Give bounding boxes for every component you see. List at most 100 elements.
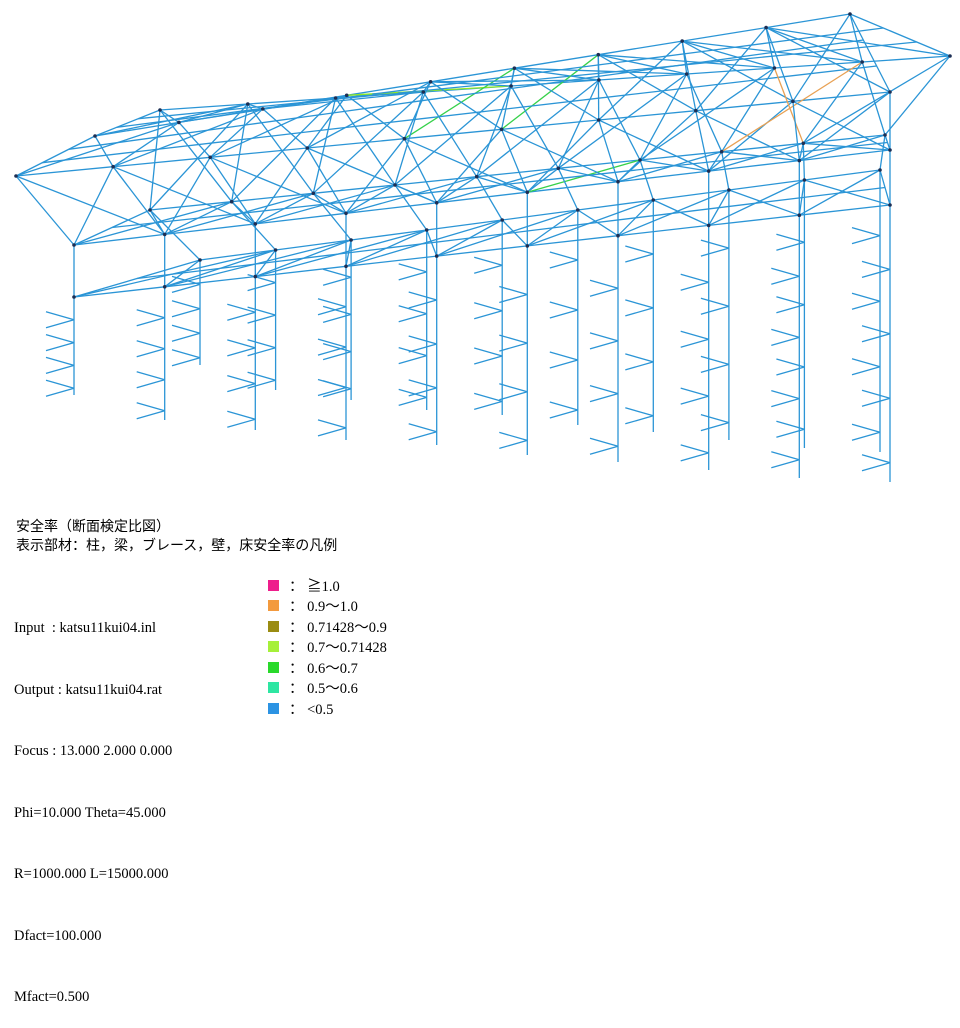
node <box>198 258 202 262</box>
spring-marker <box>550 252 578 260</box>
node <box>177 121 181 125</box>
spring-marker <box>701 240 729 248</box>
spring-marker <box>625 246 653 254</box>
spring-marker <box>318 420 346 428</box>
spring-marker <box>137 349 165 357</box>
spring-marker <box>409 432 437 440</box>
spring-marker <box>590 341 618 349</box>
node <box>720 150 724 154</box>
spring-marker <box>499 384 527 392</box>
node <box>312 192 316 196</box>
node <box>848 12 852 16</box>
node <box>652 198 656 202</box>
spring-marker <box>550 310 578 318</box>
node <box>878 168 882 172</box>
post <box>880 135 885 170</box>
diagram-subtitle: 表示部材：柱，梁，ブレース，壁，床安全率の凡例 <box>16 537 337 556</box>
node <box>773 66 777 70</box>
chord-member <box>404 129 501 138</box>
spring-marker <box>172 309 200 317</box>
spring-marker <box>46 335 74 343</box>
wall-brace <box>74 167 113 245</box>
spring-marker <box>499 392 527 400</box>
spring-marker <box>681 396 709 404</box>
focus-point: Focus : 13.000 2.000 0.000 <box>14 741 172 762</box>
post <box>16 176 74 245</box>
spring-marker <box>862 261 890 269</box>
diagram-title: 安全率（断面検定比図） <box>16 518 337 537</box>
spring-marker <box>590 394 618 402</box>
spring-marker <box>625 362 653 370</box>
legend-swatch <box>268 600 279 611</box>
spring-marker <box>862 463 890 471</box>
safety-ratio-legend: ： ≧1.0 ： 0.9～1.0 ： 0.71428～0.9 ： 0.7～0.7… <box>268 575 387 719</box>
spring-marker <box>46 357 74 365</box>
floor-beam <box>802 188 885 198</box>
roof-brace <box>95 136 113 167</box>
spring-marker <box>46 380 74 388</box>
node <box>576 208 580 212</box>
node <box>254 275 258 279</box>
purlin <box>798 28 883 39</box>
post <box>150 110 160 210</box>
output-file: Output : katsu11kui04.rat <box>14 680 172 701</box>
spring-marker <box>499 440 527 448</box>
roof-brace <box>598 55 696 111</box>
spring-marker <box>474 401 502 409</box>
node <box>344 265 348 269</box>
legend-swatch <box>268 703 279 714</box>
node <box>274 248 278 252</box>
spring-marker <box>862 390 890 398</box>
spring-marker <box>681 331 709 339</box>
spring-marker <box>862 326 890 334</box>
spring-marker <box>137 403 165 411</box>
spring-marker <box>227 419 255 427</box>
spring-marker <box>46 388 74 396</box>
legend-swatch <box>268 641 279 652</box>
wall-brace <box>558 74 686 168</box>
spring-marker <box>852 228 880 236</box>
spring-marker <box>701 423 729 431</box>
chord-member <box>210 148 307 157</box>
purlin <box>320 120 413 131</box>
view-distance: R=1000.000 L=15000.000 <box>14 864 172 885</box>
spring-marker <box>681 274 709 282</box>
spring-marker <box>318 380 346 388</box>
node <box>349 238 353 242</box>
spring-marker <box>323 306 351 314</box>
spring-marker <box>499 343 527 351</box>
spring-marker <box>625 308 653 316</box>
node <box>344 212 348 216</box>
spring-marker <box>862 455 890 463</box>
spring-marker <box>248 372 276 380</box>
spring-marker <box>499 335 527 343</box>
spring-marker <box>399 314 427 322</box>
legend-swatch <box>268 682 279 693</box>
roof-brace <box>850 14 862 62</box>
node <box>557 167 561 171</box>
spring-marker <box>137 341 165 349</box>
legend-swatch <box>268 580 279 591</box>
spring-marker <box>852 424 880 432</box>
node <box>435 254 439 258</box>
spring-marker <box>771 268 799 276</box>
spring-marker <box>409 388 437 396</box>
node <box>526 244 530 248</box>
spring-marker <box>474 311 502 319</box>
purlin <box>506 98 599 109</box>
spring-marker <box>46 312 74 320</box>
post <box>803 143 804 180</box>
node <box>680 39 684 43</box>
spring-marker <box>399 356 427 364</box>
post <box>640 74 687 160</box>
legend-swatch <box>268 662 279 673</box>
chord-member <box>427 220 503 230</box>
node <box>597 78 601 82</box>
input-file: Input : katsu11kui04.inl <box>14 618 172 639</box>
wall-brace <box>803 56 950 143</box>
wall-brace <box>210 157 346 213</box>
chord-member <box>74 234 165 245</box>
node <box>148 208 152 212</box>
spring-marker <box>776 305 804 313</box>
spring-marker <box>137 310 165 318</box>
